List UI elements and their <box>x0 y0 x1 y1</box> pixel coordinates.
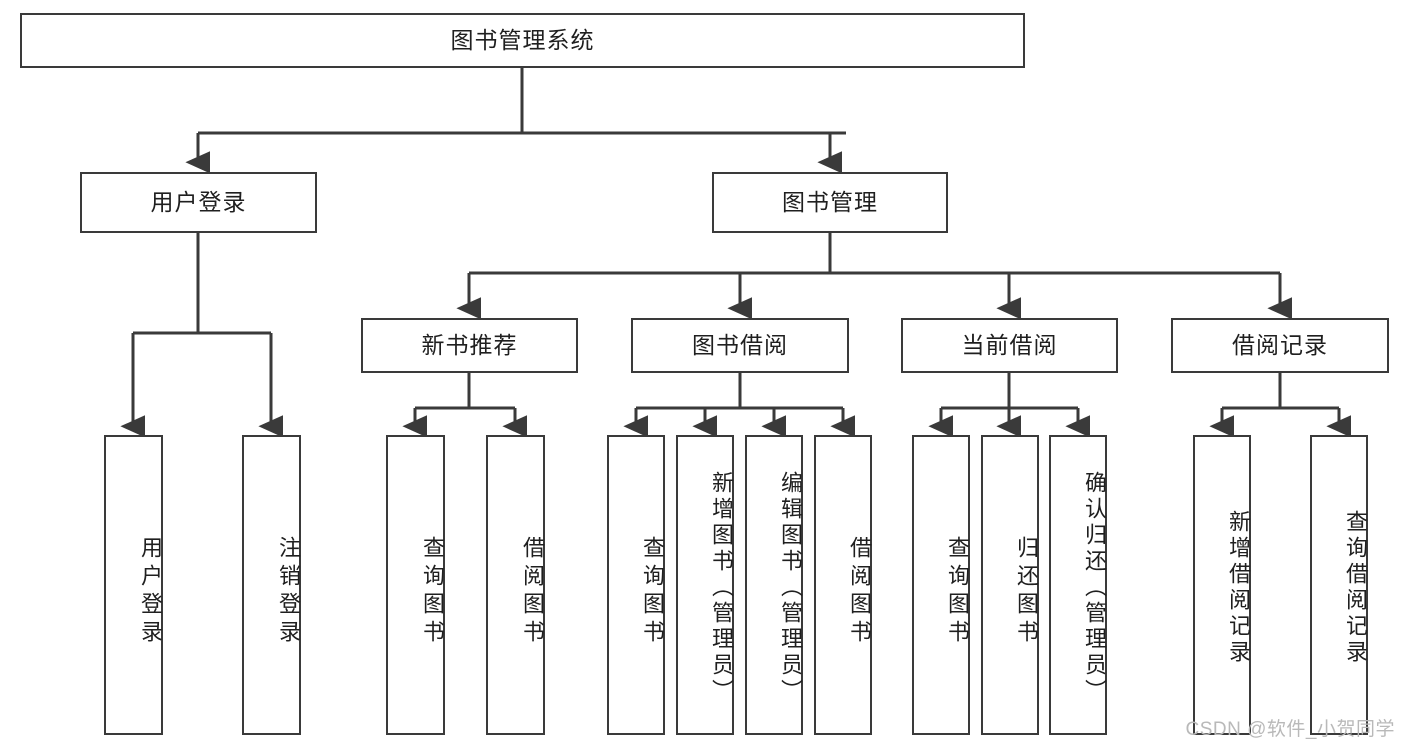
node-label: 确认归还（管理员） <box>1082 471 1107 705</box>
node-new-book-recommend[interactable]: 新书推荐 <box>361 318 578 373</box>
node-current-borrow[interactable]: 当前借阅 <box>901 318 1118 373</box>
leaf-query-book-recommend[interactable]: 查询图书 <box>386 435 445 735</box>
node-label: 查询图书 <box>640 536 665 648</box>
leaf-add-book-admin[interactable]: 新增图书（管理员） <box>676 435 734 735</box>
leaf-query-borrow-record[interactable]: 查询借阅记录 <box>1310 435 1368 735</box>
node-label: 用户登录 <box>150 188 247 215</box>
leaf-add-borrow-record[interactable]: 新增借阅记录 <box>1193 435 1251 735</box>
node-label: 借阅图书 <box>847 536 872 648</box>
leaf-user-login[interactable]: 用户登录 <box>104 435 163 735</box>
node-borrow-record[interactable]: 借阅记录 <box>1171 318 1389 373</box>
node-label: 查询图书 <box>945 536 970 648</box>
node-label: 图书管理系统 <box>450 26 595 53</box>
leaf-edit-book-admin[interactable]: 编辑图书（管理员） <box>745 435 803 735</box>
node-user-login[interactable]: 用户登录 <box>80 172 317 233</box>
node-label: 编辑图书（管理员） <box>778 471 803 705</box>
node-label: 查询借阅记录 <box>1343 510 1368 666</box>
node-label: 注销登录 <box>276 536 301 648</box>
node-label: 查询图书 <box>420 536 445 648</box>
node-label: 新增借阅记录 <box>1226 510 1251 666</box>
leaf-confirm-return-admin[interactable]: 确认归还（管理员） <box>1049 435 1107 735</box>
leaf-query-book-current[interactable]: 查询图书 <box>912 435 970 735</box>
node-label: 用户登录 <box>138 536 163 648</box>
node-label: 借阅图书 <box>520 536 545 648</box>
node-book-borrow[interactable]: 图书借阅 <box>631 318 849 373</box>
node-label: 图书管理 <box>782 188 878 215</box>
node-label: 新增图书（管理员） <box>709 471 734 705</box>
node-label: 借阅记录 <box>1232 331 1328 358</box>
node-label: 新书推荐 <box>421 331 518 358</box>
node-label: 归还图书 <box>1014 536 1039 648</box>
csdn-watermark: CSDN @软件_小贺同学 <box>1185 719 1395 740</box>
leaf-return-book[interactable]: 归还图书 <box>981 435 1039 735</box>
node-book-management[interactable]: 图书管理 <box>712 172 948 233</box>
leaf-borrow-book-recommend[interactable]: 借阅图书 <box>486 435 545 735</box>
leaf-logout-login[interactable]: 注销登录 <box>242 435 301 735</box>
node-label: 当前借阅 <box>961 331 1058 358</box>
node-root-book-management-system[interactable]: 图书管理系统 <box>20 13 1025 68</box>
leaf-query-book-borrow[interactable]: 查询图书 <box>607 435 665 735</box>
node-label: 图书借阅 <box>692 331 788 358</box>
leaf-borrow-book[interactable]: 借阅图书 <box>814 435 872 735</box>
